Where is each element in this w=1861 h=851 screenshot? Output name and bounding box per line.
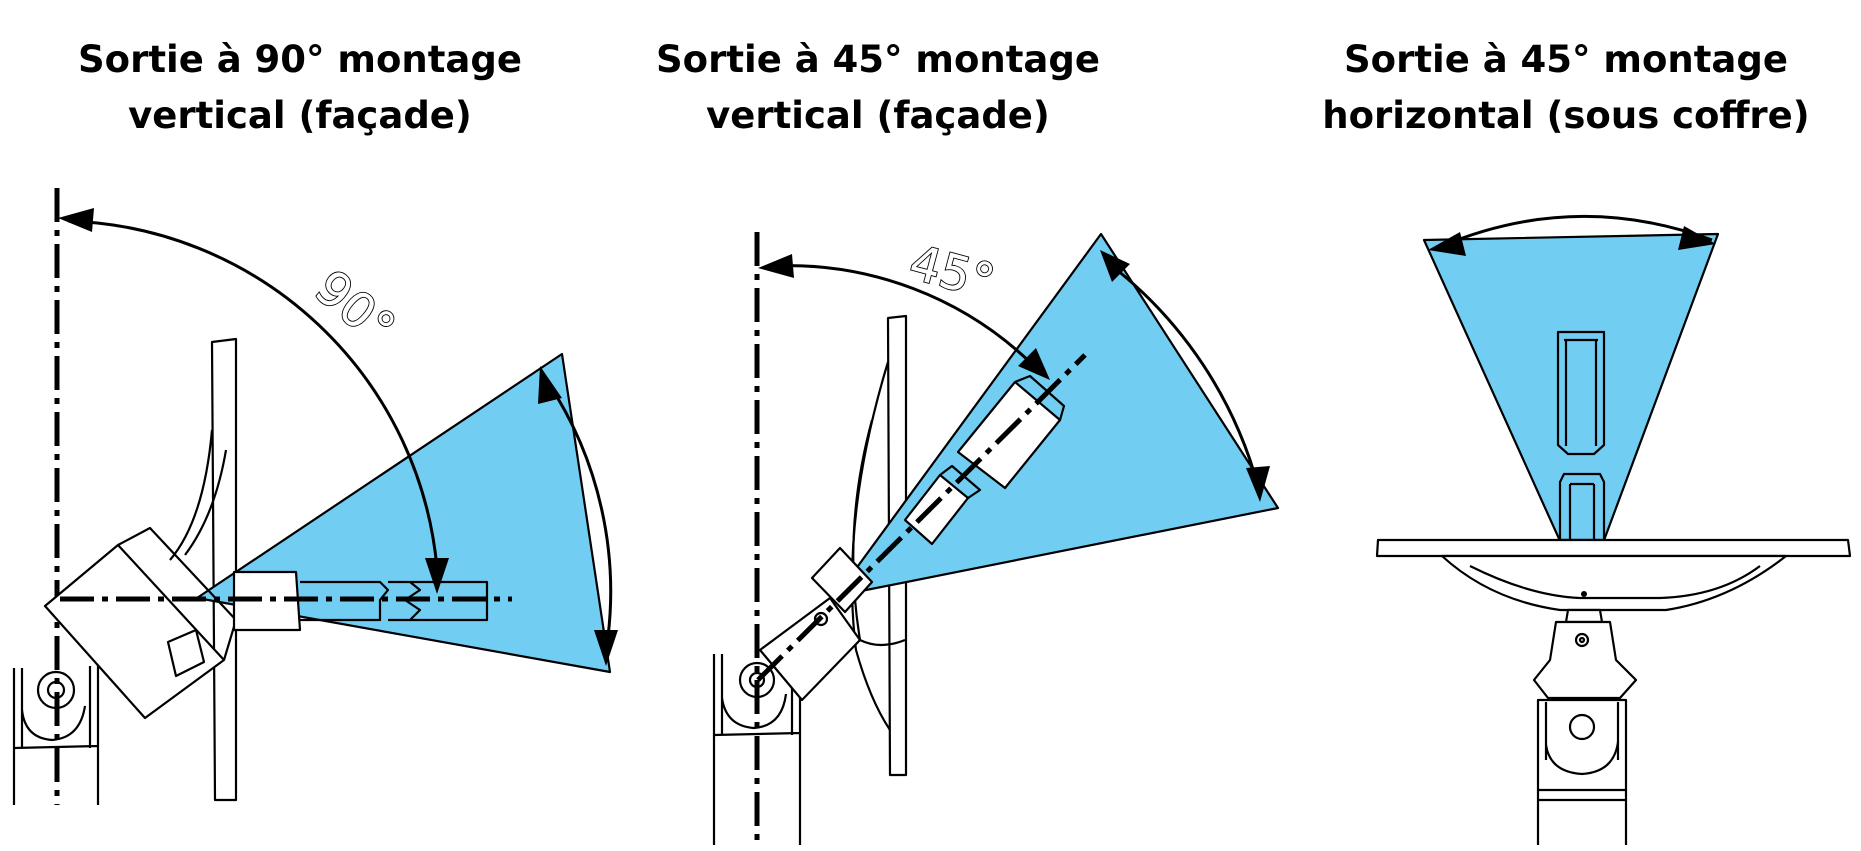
panel-1-spread-arc — [543, 377, 613, 652]
panel-2-title-line-2: vertical (façade) — [706, 94, 1050, 137]
panel-2-spread-arrow-top — [1100, 250, 1130, 282]
panel-3-title-line-2: horizontal (sous coffre) — [1322, 94, 1810, 137]
panel-1-spread-arrow-top — [538, 366, 562, 404]
panel-2-arc-arrow-start — [758, 254, 794, 278]
panel-1-arc-arrow-start — [58, 208, 94, 232]
panel-3-lamp-body — [1532, 608, 1638, 845]
panel-1-spread-arrow-bottom — [594, 630, 618, 666]
panel-2-spread-arc — [1111, 264, 1260, 487]
panel-2-title: Sortie à 45° montage vertical (façade) — [568, 32, 1188, 144]
panel-3-diagram — [1375, 214, 1852, 845]
panel-1-mounting-plate — [169, 337, 238, 802]
panel-1-title-line-1: Sortie à 90° montage — [78, 38, 522, 81]
panel-3-mounting-plate — [1375, 538, 1852, 612]
panel-3-spread-arrow-right — [1678, 226, 1716, 250]
panel-1-title-line-2: vertical (façade) — [128, 94, 472, 137]
panel-1-arc-arrow-end — [425, 558, 449, 594]
panel-3-beam-cone — [1422, 232, 1720, 596]
panel-1-angle-arc — [67, 219, 439, 569]
panel-1-lamp-body — [43, 526, 302, 720]
panel-3-spread-arc — [1441, 214, 1713, 248]
panel-1-diagram: 90° — [12, 188, 618, 805]
panel-2-arc-arrow-end — [1018, 348, 1050, 380]
panel-2-lamp-body — [758, 546, 906, 702]
panel-2-angle-arc — [771, 264, 1036, 368]
panel-2-angle-label: 45° — [904, 235, 1001, 311]
panel-1-beam-cone — [195, 352, 612, 674]
panel-2-title-line-1: Sortie à 45° montage — [656, 38, 1100, 81]
panel-3-spread-arrow-left — [1428, 232, 1466, 256]
panel-1-angle-label: 90° — [304, 260, 405, 358]
panel-1-title: Sortie à 90° montage vertical (façade) — [0, 32, 610, 144]
panel-2-tilt-axis — [756, 353, 1087, 682]
panel-2-spread-arrow-bottom — [1246, 466, 1270, 502]
panel-3-title-line-1: Sortie à 45° montage — [1344, 38, 1788, 81]
panel-2-wall-bracket — [712, 652, 802, 845]
panel-2-diagram: 45° — [712, 232, 1280, 845]
panel-2-nozzle — [903, 374, 1066, 546]
panel-3-title: Sortie à 45° montage horizontal (sous co… — [1256, 32, 1861, 144]
